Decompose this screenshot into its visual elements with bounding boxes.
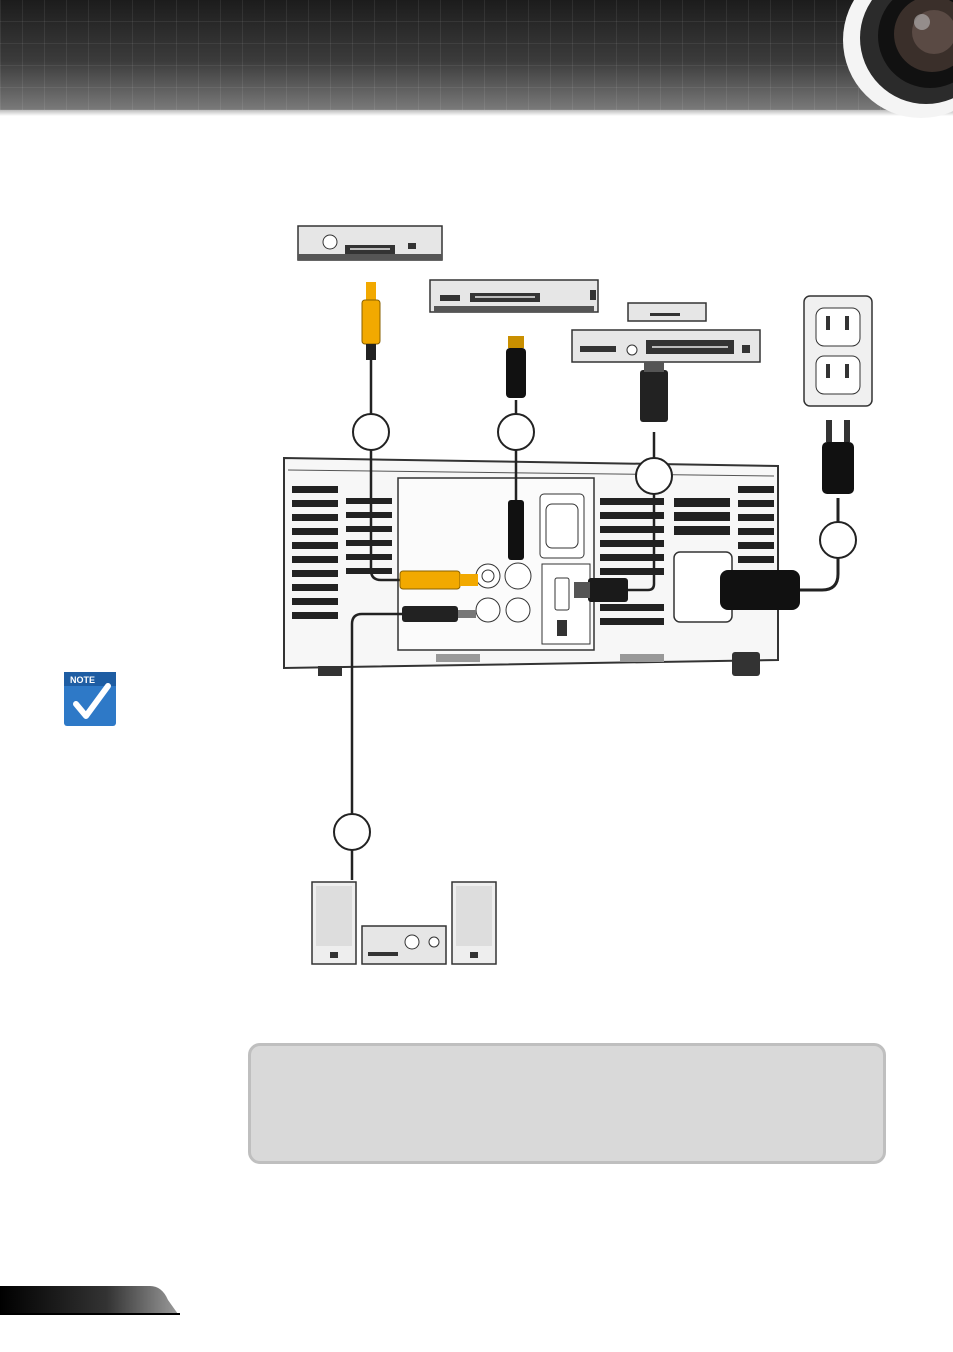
audio-system-device (311, 881, 497, 965)
projector-rear-panel (283, 456, 779, 676)
lens-icon (843, 0, 953, 118)
composite-video-cable (361, 282, 478, 590)
callout-marker (497, 413, 535, 451)
wall-outlet-device (803, 295, 873, 407)
video-player-device (297, 225, 443, 261)
hdmi-cable (574, 362, 668, 602)
header-grid-pattern (0, 0, 953, 110)
callout-marker (819, 521, 857, 559)
page-number-tab (0, 1286, 180, 1315)
callout-marker (352, 413, 390, 451)
audio-cable (350, 606, 476, 880)
header-shadow (0, 110, 953, 116)
callout-markers (333, 413, 857, 851)
power-cable (720, 420, 854, 610)
callout-marker (333, 813, 371, 851)
note-box (248, 1043, 886, 1164)
dvd-player-device (429, 279, 599, 313)
note-icon-label: NOTE (70, 675, 95, 685)
hdmi-source-device (571, 302, 761, 363)
note-icon: NOTE (64, 672, 116, 726)
callout-marker (635, 457, 673, 495)
header-band (0, 0, 953, 110)
